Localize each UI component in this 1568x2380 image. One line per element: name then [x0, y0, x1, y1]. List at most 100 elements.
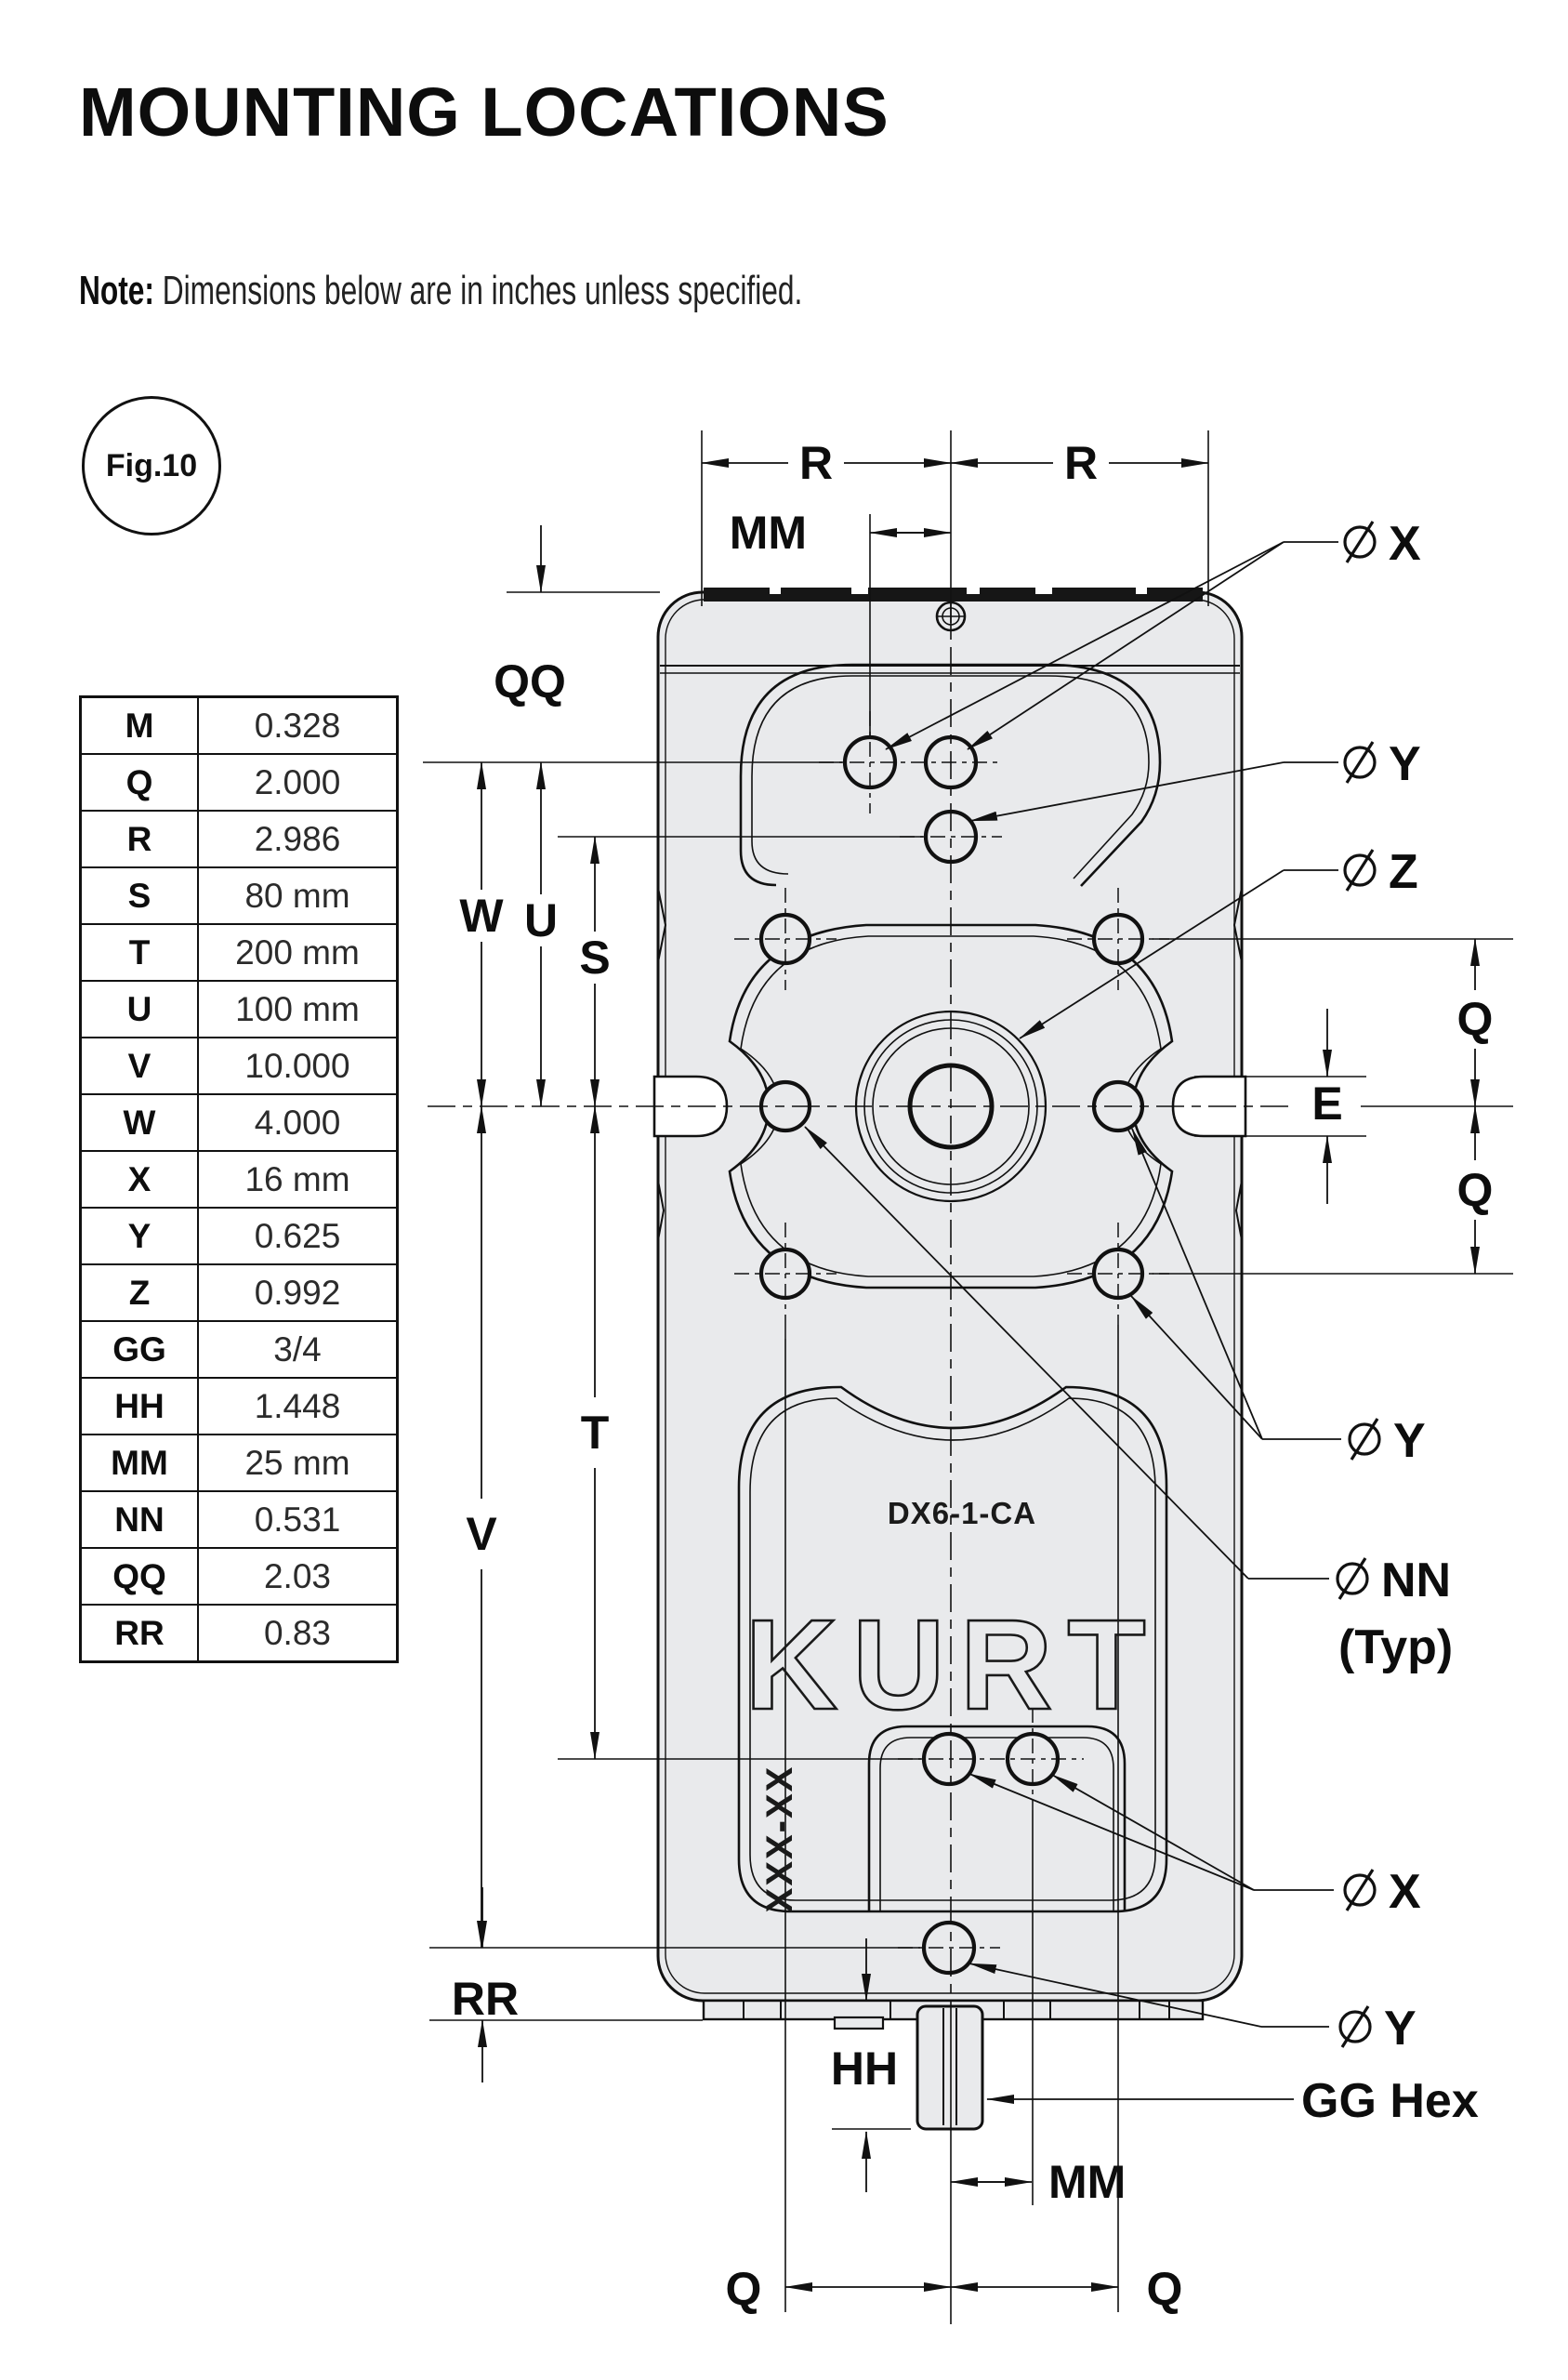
dim-key: QQ	[79, 1547, 199, 1606]
dim-label-q-bot: Q	[1457, 1164, 1494, 1216]
dim-label-q-br: Q	[1147, 2263, 1183, 2315]
diameter-icon	[1348, 1418, 1381, 1461]
dim-label-r-right: R	[1064, 437, 1098, 489]
dim-value: 0.328	[197, 695, 399, 755]
dim-key: X	[79, 1150, 199, 1209]
dim-value: 200 mm	[197, 923, 399, 982]
diameter-icon	[1343, 741, 1377, 784]
callout-leaders	[804, 541, 1341, 2104]
dim-key: R	[79, 810, 199, 868]
dim-key: W	[79, 1093, 199, 1152]
dim-label-mm-bot: MM	[1048, 2156, 1126, 2208]
dim-key: V	[79, 1037, 199, 1095]
callout-z: Z	[1389, 845, 1418, 899]
callout-nn-typ: (Typ)	[1338, 1620, 1453, 1674]
hole-centerlines	[734, 711, 1169, 1949]
hex-drive-stem	[916, 2004, 984, 2131]
page-title: MOUNTING LOCATIONS	[79, 73, 889, 151]
callout-y-bot: Y	[1384, 2002, 1416, 2056]
dim-key: Y	[79, 1207, 199, 1265]
dimension-labels: R R MM QQ W U S Q E Q T V RR HH MM Q Q	[452, 437, 1503, 2315]
dim-key: T	[79, 923, 199, 982]
dim-value: 0.531	[197, 1490, 399, 1549]
dim-value: 16 mm	[197, 1150, 399, 1209]
dim-label-r-left: R	[799, 437, 833, 489]
note-label: Note:	[79, 268, 154, 313]
dim-value: 4.000	[197, 1093, 399, 1152]
extension-lines	[423, 430, 1513, 2130]
dim-label-v: V	[466, 1508, 497, 1560]
figure-badge: Fig.10	[82, 396, 221, 536]
diameter-icon	[1343, 849, 1377, 892]
chip-guard-clip	[833, 2016, 885, 2030]
dim-label-hh: HH	[831, 2043, 898, 2095]
brand-logo: KURT	[744, 1593, 1160, 1737]
serial-label: XXX-XX	[759, 1765, 800, 1913]
dim-key: U	[79, 980, 199, 1038]
dim-key: MM	[79, 1434, 199, 1492]
dim-key: M	[79, 695, 199, 755]
dim-key: RR	[79, 1604, 199, 1663]
dim-key: S	[79, 866, 199, 925]
dimension-lines	[477, 458, 1480, 2292]
dim-label-w: W	[459, 890, 504, 942]
dim-value: 0.625	[197, 1207, 399, 1265]
dim-value: 0.992	[197, 1263, 399, 1322]
bottom-pocket-outline	[737, 1385, 1168, 1913]
dim-label-s: S	[579, 932, 610, 984]
note-body: Dimensions below are in inches unless sp…	[153, 268, 803, 313]
top-jaw-band	[704, 588, 1203, 602]
model-label: DX6-1-CA	[888, 1496, 1036, 1530]
dim-key: Q	[79, 753, 199, 812]
dim-label-t: T	[581, 1407, 610, 1459]
dim-value: 0.83	[197, 1604, 399, 1663]
callout-nn: NN	[1381, 1554, 1451, 1607]
callout-y-top: Y	[1389, 737, 1421, 791]
dim-label-qq: QQ	[494, 655, 566, 707]
dim-value: 80 mm	[197, 866, 399, 925]
diameter-icon	[1336, 1557, 1369, 1600]
dim-key: Z	[79, 1263, 199, 1322]
dim-value: 2.03	[197, 1547, 399, 1606]
dim-label-q-top: Q	[1457, 993, 1494, 1045]
note-text: Note: Dimensions below are in inches unl…	[79, 268, 802, 314]
diameter-icon	[1343, 1869, 1377, 1911]
dim-value: 2.000	[197, 753, 399, 812]
dim-value: 10.000	[197, 1037, 399, 1095]
callout-x-top: X	[1389, 517, 1421, 571]
dim-label-e: E	[1311, 1078, 1342, 1130]
callout-labels: X Y Z Y NN (Typ)	[1301, 517, 1479, 2128]
callout-x-bot: X	[1389, 1865, 1421, 1919]
callout-gg-hex: GG Hex	[1301, 2074, 1479, 2128]
figure-label: Fig.10	[105, 447, 198, 483]
main-centerlines	[428, 430, 1513, 2324]
dim-label-mm-top: MM	[730, 507, 807, 559]
dim-key: GG	[79, 1320, 199, 1379]
dim-value: 2.986	[197, 810, 399, 868]
dim-label-u: U	[524, 894, 558, 946]
dim-label-q-bl: Q	[726, 2263, 762, 2315]
dim-value: 3/4	[197, 1320, 399, 1379]
diameter-icon	[1343, 521, 1377, 563]
dim-key: NN	[79, 1490, 199, 1549]
diameter-icon	[1338, 2005, 1372, 2048]
dim-value: 100 mm	[197, 980, 399, 1038]
dim-value: 1.448	[197, 1377, 399, 1435]
